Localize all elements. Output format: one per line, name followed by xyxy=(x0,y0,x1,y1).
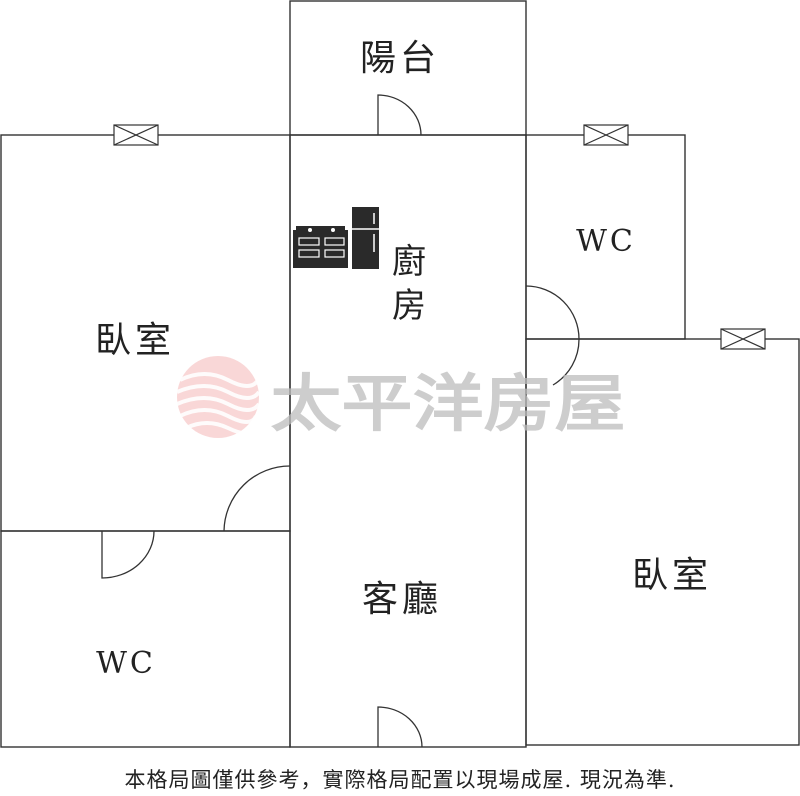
bedroom-right-walls xyxy=(525,338,800,746)
windows xyxy=(113,124,766,350)
label-kitchen-line2: 房 xyxy=(392,286,426,326)
door-wc-bottom-left xyxy=(101,530,155,579)
label-wc-bottom-left: WC xyxy=(96,646,156,681)
wc-bottom-left-walls xyxy=(0,530,291,748)
doors xyxy=(101,94,580,748)
window-bedroom-right xyxy=(720,328,766,350)
watermark-logo-icon xyxy=(176,356,261,438)
door-main-entrance xyxy=(377,706,423,748)
label-balcony: 陽台 xyxy=(360,38,440,79)
label-bedroom-left: 臥室 xyxy=(95,320,175,361)
door-wc-top-right xyxy=(525,285,580,386)
label-kitchen-line1: 廚 xyxy=(392,242,426,282)
disclaimer-text: 本格局圖僅供參考，實際格局配置以現場成屋. 現況為準. xyxy=(124,768,676,792)
label-wc-top-right: WC xyxy=(576,224,636,259)
watermark-text: 太平洋房屋 xyxy=(271,367,626,440)
window-wc-top-right xyxy=(583,124,629,146)
door-bedroom-left xyxy=(223,465,291,532)
label-bedroom-right: 臥室 xyxy=(632,555,712,596)
refrigerator-icon xyxy=(352,207,379,269)
kitchen-counter-icon xyxy=(293,226,348,268)
label-living-room: 客廳 xyxy=(362,579,442,620)
window-bedroom-left xyxy=(113,124,159,146)
door-balcony xyxy=(377,94,422,136)
